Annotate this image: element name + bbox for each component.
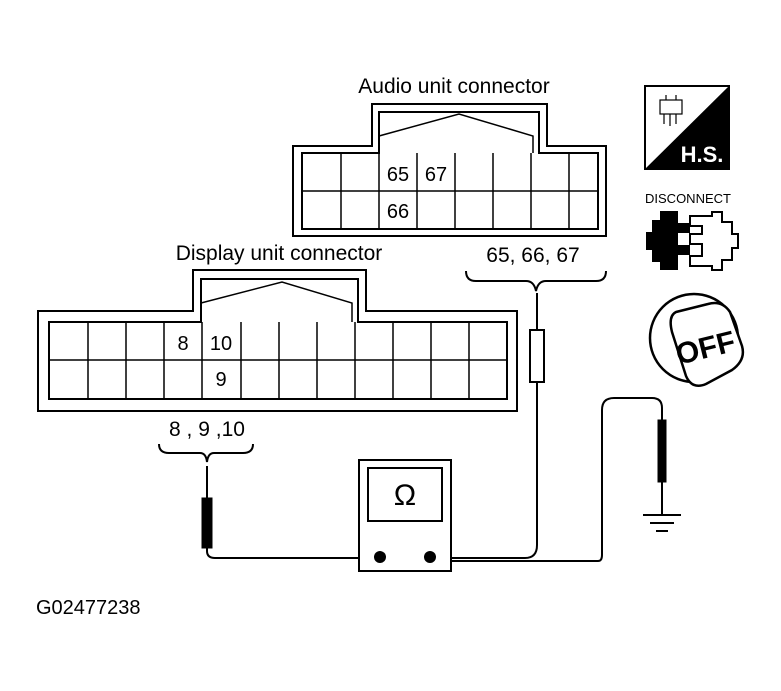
ohmmeter: Ω [358, 459, 452, 572]
ignition-off-key-icon: OFF [648, 292, 745, 387]
display-probe-bracket [158, 443, 254, 463]
display-probe-label: 8 , 9 ,10 [169, 418, 245, 441]
audio-pin-66: 66 [387, 201, 409, 223]
audio-unit-connector: Audio unit connector 65 67 66 65, 66, 67 [292, 75, 607, 292]
audio-probe-label: 65, 66, 67 [486, 244, 579, 267]
display-unit-connector: Display unit connector 8 10 9 8 , 9 ,10 [37, 242, 518, 463]
display-pin-10: 10 [210, 333, 232, 355]
display-pin-9: 9 [215, 369, 226, 391]
audio-connector-title: Audio unit connector [358, 75, 549, 98]
audio-pin-67: 67 [425, 164, 447, 186]
ground-symbol-icon [643, 514, 681, 532]
display-connector-title: Display unit connector [176, 242, 383, 265]
harness-side-icon: H.S. [644, 85, 730, 170]
meter-terminal-negative [374, 551, 386, 563]
harness-side-label: H.S. [681, 142, 724, 167]
audio-probe-bracket [465, 270, 607, 292]
ohm-symbol-icon: Ω [394, 479, 416, 512]
meter-terminal-positive [424, 551, 436, 563]
disconnect-icon: DISCONNECT [645, 191, 739, 271]
audio-pin-65: 65 [387, 164, 409, 186]
figure-id: G02477238 [36, 597, 141, 619]
test-leads [201, 293, 667, 562]
display-pin-8: 8 [177, 333, 188, 355]
disconnect-label: DISCONNECT [645, 191, 731, 206]
